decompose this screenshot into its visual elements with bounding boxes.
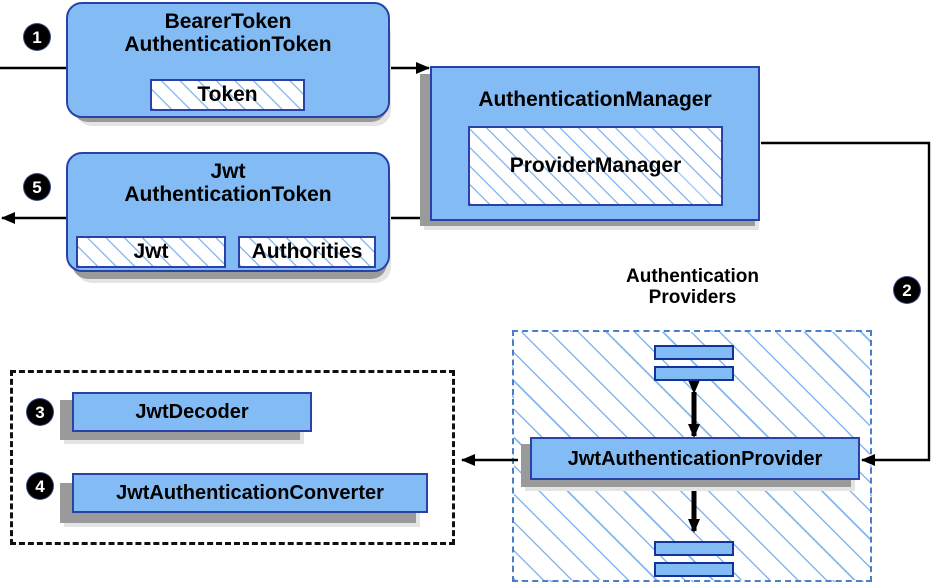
node-jwt-authentication-provider[interactable]: JwtAuthenticationProvider xyxy=(530,437,860,480)
authentication-providers-label: Authentication Providers xyxy=(626,266,759,309)
authentication-manager-title: AuthenticationManager xyxy=(478,88,712,111)
badge-step-1: 1 xyxy=(24,24,50,50)
provider-bar xyxy=(654,345,734,360)
jwt-decoder-title: JwtDecoder xyxy=(135,401,249,423)
chip-jwt-label: Jwt xyxy=(133,240,169,263)
chip-token-label: Token xyxy=(197,83,258,106)
badge-step-3: 3 xyxy=(27,399,53,425)
chip-authorities: Authorities xyxy=(238,236,376,268)
chip-provider-manager-label: ProviderManager xyxy=(509,154,682,177)
node-jwt-decoder[interactable]: JwtDecoder xyxy=(72,392,312,432)
jwt-authentication-provider-title: JwtAuthenticationProvider xyxy=(567,447,823,470)
provider-bar xyxy=(654,562,734,577)
badge-step-4: 4 xyxy=(27,473,53,499)
chip-authorities-label: Authorities xyxy=(251,240,363,263)
chip-token: Token xyxy=(150,79,305,111)
jwt-authentication-converter-title: JwtAuthenticationConverter xyxy=(116,482,384,504)
chip-jwt: Jwt xyxy=(76,236,226,268)
badge-step-2: 2 xyxy=(894,277,920,303)
badge-step-5: 5 xyxy=(24,174,50,200)
chip-provider-manager: ProviderManager xyxy=(468,126,723,206)
node-jwt-authentication-converter[interactable]: JwtAuthenticationConverter xyxy=(72,473,428,513)
provider-bar xyxy=(654,541,734,556)
jwt-token-title: Jwt AuthenticationToken xyxy=(124,160,332,207)
provider-bar xyxy=(654,366,734,381)
bearer-token-title: BearerToken AuthenticationToken xyxy=(124,10,332,57)
